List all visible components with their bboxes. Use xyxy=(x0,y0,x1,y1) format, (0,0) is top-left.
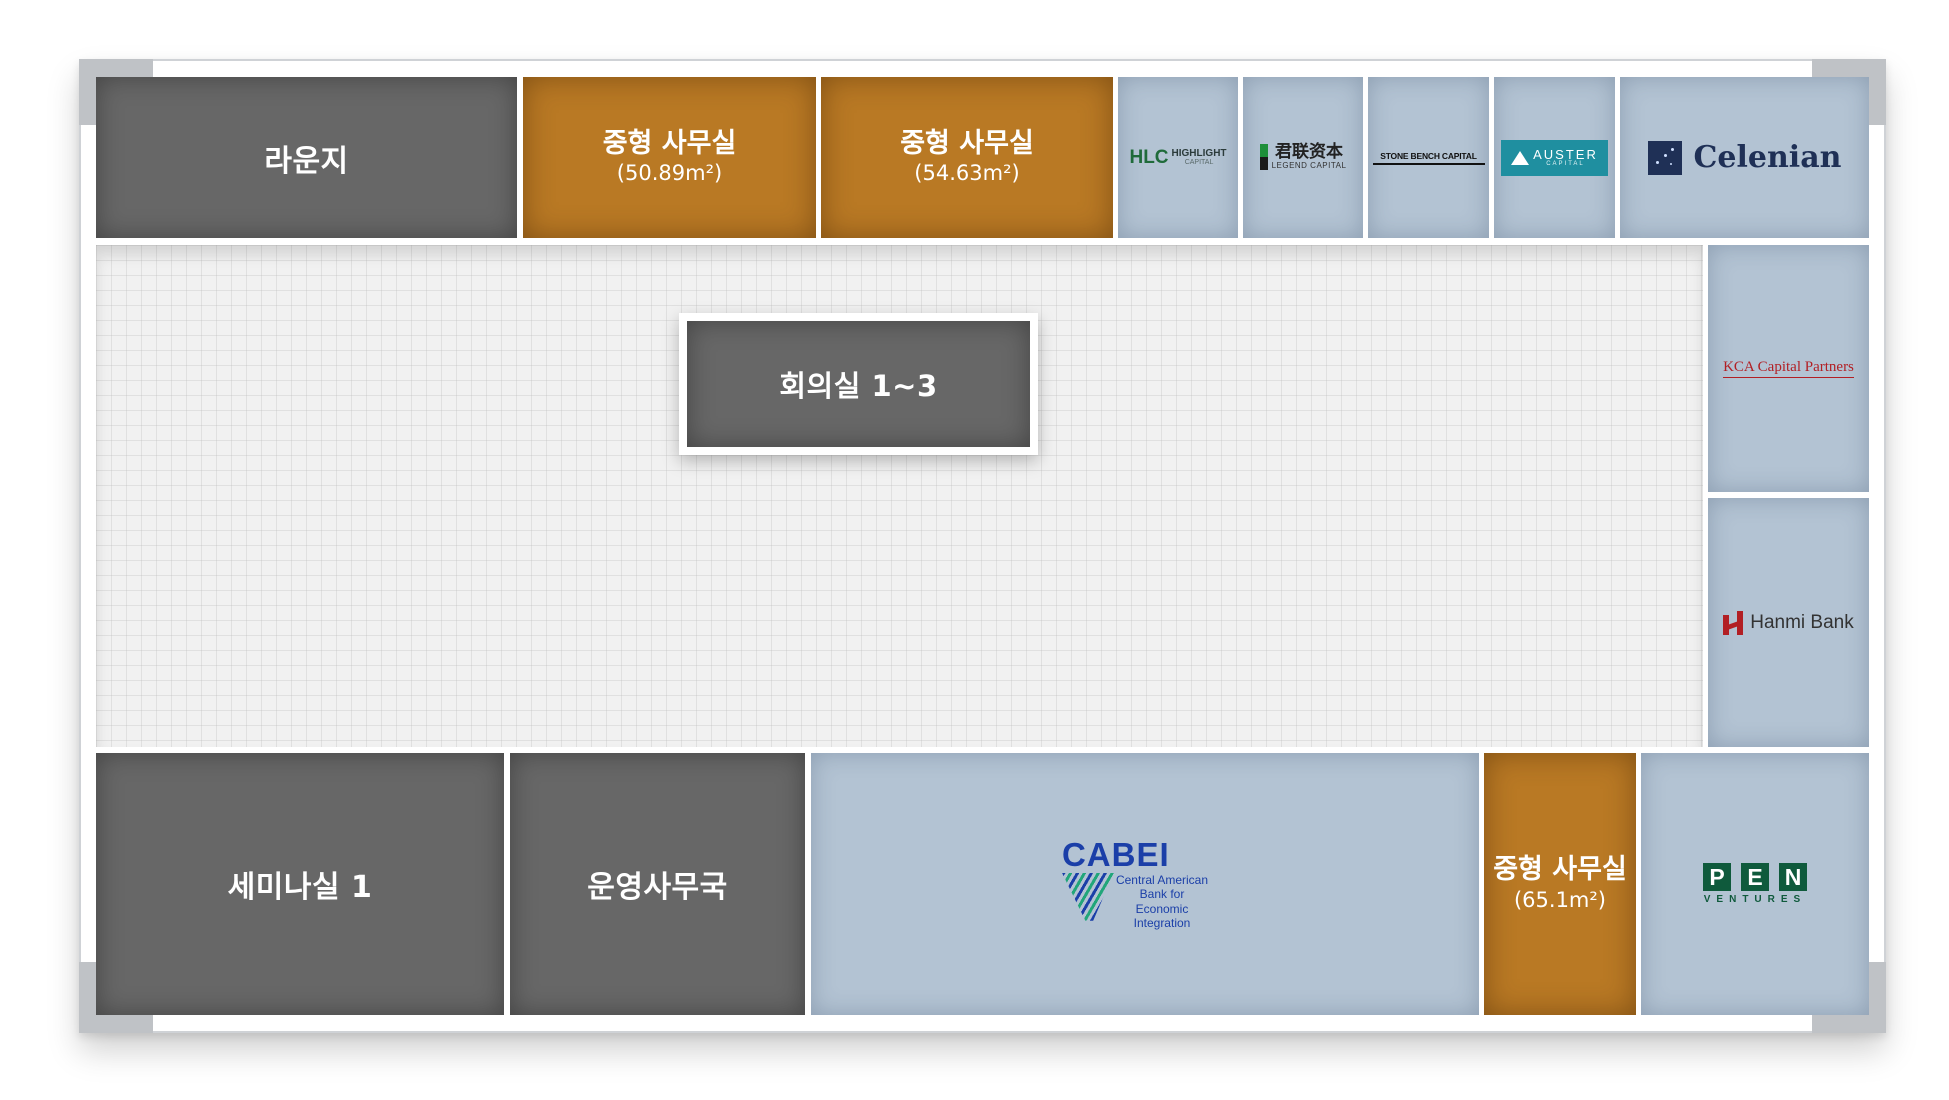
room-office-c-title: 중형 사무실 xyxy=(1493,854,1627,886)
cabei-logo: CABEI Central American Bank for Economic… xyxy=(1061,835,1208,931)
pen-sub: VENTURES xyxy=(1703,894,1807,905)
corner-cap-bottom-left-side xyxy=(79,962,97,1033)
room-office-a-area: (50.89m²) xyxy=(616,161,723,186)
room-office-b[interactable]: 중형 사무실 (54.63m²) xyxy=(821,77,1113,238)
auster-logo: AUSTER CAPITAL xyxy=(1501,139,1608,176)
pen-letter-n: N xyxy=(1779,863,1807,891)
room-meeting[interactable]: 회의실 1~3 xyxy=(687,321,1030,447)
legend-text: 君联资本 LEGEND CAPITAL xyxy=(1271,142,1347,171)
hlc-text: HIGHLIGHT CAPITAL xyxy=(1171,148,1227,167)
hallway xyxy=(96,245,1703,747)
tenant-stone-bench-capital[interactable]: STONE BENCH CAPITAL xyxy=(1368,77,1489,238)
corner-cap-top-right xyxy=(1812,59,1886,77)
tenant-auster-capital[interactable]: AUSTER CAPITAL xyxy=(1494,77,1615,238)
celenian-star-icon xyxy=(1647,140,1682,175)
corner-cap-bottom-right xyxy=(1812,1015,1886,1033)
room-office-c-area: (65.1m²) xyxy=(1513,887,1607,912)
tenant-pen-ventures[interactable]: P E N VENTURES xyxy=(1641,753,1869,1015)
stone-bench-underline xyxy=(1372,162,1485,165)
corner-cap-top-left xyxy=(79,59,153,77)
celenian-logo: Celenian xyxy=(1647,140,1842,175)
pen-logo: P E N VENTURES xyxy=(1698,863,1812,905)
auster-sub: CAPITAL xyxy=(1546,161,1585,167)
cabei-l2: Bank for xyxy=(1139,887,1185,902)
room-operations[interactable]: 운영사무국 xyxy=(510,753,805,1015)
cabei-l1: Central American xyxy=(1115,872,1209,887)
room-office-a-title: 중형 사무실 xyxy=(602,127,737,159)
corner-cap-top-left-side xyxy=(79,59,97,125)
room-meeting-label: 회의실 1~3 xyxy=(779,369,938,403)
cabei-body: Central American Bank for Economic Integ… xyxy=(1061,872,1208,931)
room-seminar-label: 세미나실 1 xyxy=(227,870,373,905)
hanmi-mark-icon xyxy=(1723,610,1745,635)
corner-cap-bottom-left xyxy=(79,1015,153,1033)
tenant-legend-capital[interactable]: 君联资本 LEGEND CAPITAL xyxy=(1243,77,1363,238)
kca-name: KCA Capital Partners xyxy=(1723,359,1854,378)
room-office-b-area: (54.63m²) xyxy=(914,161,1020,186)
stone-bench-logo: STONE BENCH CAPITAL xyxy=(1372,150,1485,165)
room-office-b-title: 중형 사무실 xyxy=(900,127,1034,159)
tenant-highlight-capital[interactable]: HLC HIGHLIGHT CAPITAL xyxy=(1118,77,1238,238)
pen-letter-p: P xyxy=(1703,863,1731,891)
legend-cn: 君联资本 xyxy=(1275,142,1343,163)
stone-bench-text: STONE BENCH CAPITAL xyxy=(1380,150,1477,161)
tenant-kca-capital-partners[interactable]: KCA Capital Partners xyxy=(1708,245,1869,492)
highlight-capital-logo: HLC HIGHLIGHT CAPITAL xyxy=(1129,147,1226,169)
celenian-name: Celenian xyxy=(1693,140,1842,175)
room-seminar[interactable]: 세미나실 1 xyxy=(96,753,504,1015)
corner-cap-top-right-side xyxy=(1868,59,1886,125)
cabei-stripes-icon xyxy=(1061,872,1114,921)
cabei-l4: Integration xyxy=(1133,915,1191,930)
hanmi-name: Hanmi Bank xyxy=(1750,611,1854,633)
room-office-a[interactable]: 중형 사무실 (50.89m²) xyxy=(523,77,816,238)
legend-capital-logo: 君联资本 LEGEND CAPITAL xyxy=(1259,142,1347,171)
room-lounge[interactable]: 라운지 xyxy=(96,77,517,238)
auster-text: AUSTER CAPITAL xyxy=(1533,148,1598,167)
cabei-l3: Economic xyxy=(1135,901,1189,916)
corner-cap-bottom-right-side xyxy=(1868,962,1886,1033)
hlc-mark: HLC xyxy=(1129,146,1169,168)
hlc-line2: CAPITAL xyxy=(1184,159,1214,166)
pen-letter-e: E xyxy=(1741,863,1769,891)
room-office-c[interactable]: 중형 사무실 (65.1m²) xyxy=(1484,753,1636,1015)
pen-letters: P E N xyxy=(1698,863,1812,891)
tenant-cabei[interactable]: CABEI Central American Bank for Economic… xyxy=(811,753,1479,1015)
cabei-name: CABEI xyxy=(1061,835,1170,873)
auster-name: AUSTER xyxy=(1533,147,1598,162)
tenant-celenian[interactable]: Celenian xyxy=(1620,77,1869,238)
hlc-line1: HIGHLIGHT xyxy=(1171,148,1227,159)
auster-mountain-icon xyxy=(1511,150,1530,165)
hanmi-logo: Hanmi Bank xyxy=(1723,610,1854,635)
tenant-hanmi-bank[interactable]: Hanmi Bank xyxy=(1708,498,1869,747)
room-operations-label: 운영사무국 xyxy=(587,870,728,905)
room-lounge-label: 라운지 xyxy=(264,143,349,179)
legend-bar-icon xyxy=(1259,144,1268,171)
legend-en: LEGEND CAPITAL xyxy=(1271,161,1347,171)
cabei-text: Central American Bank for Economic Integ… xyxy=(1116,873,1208,931)
